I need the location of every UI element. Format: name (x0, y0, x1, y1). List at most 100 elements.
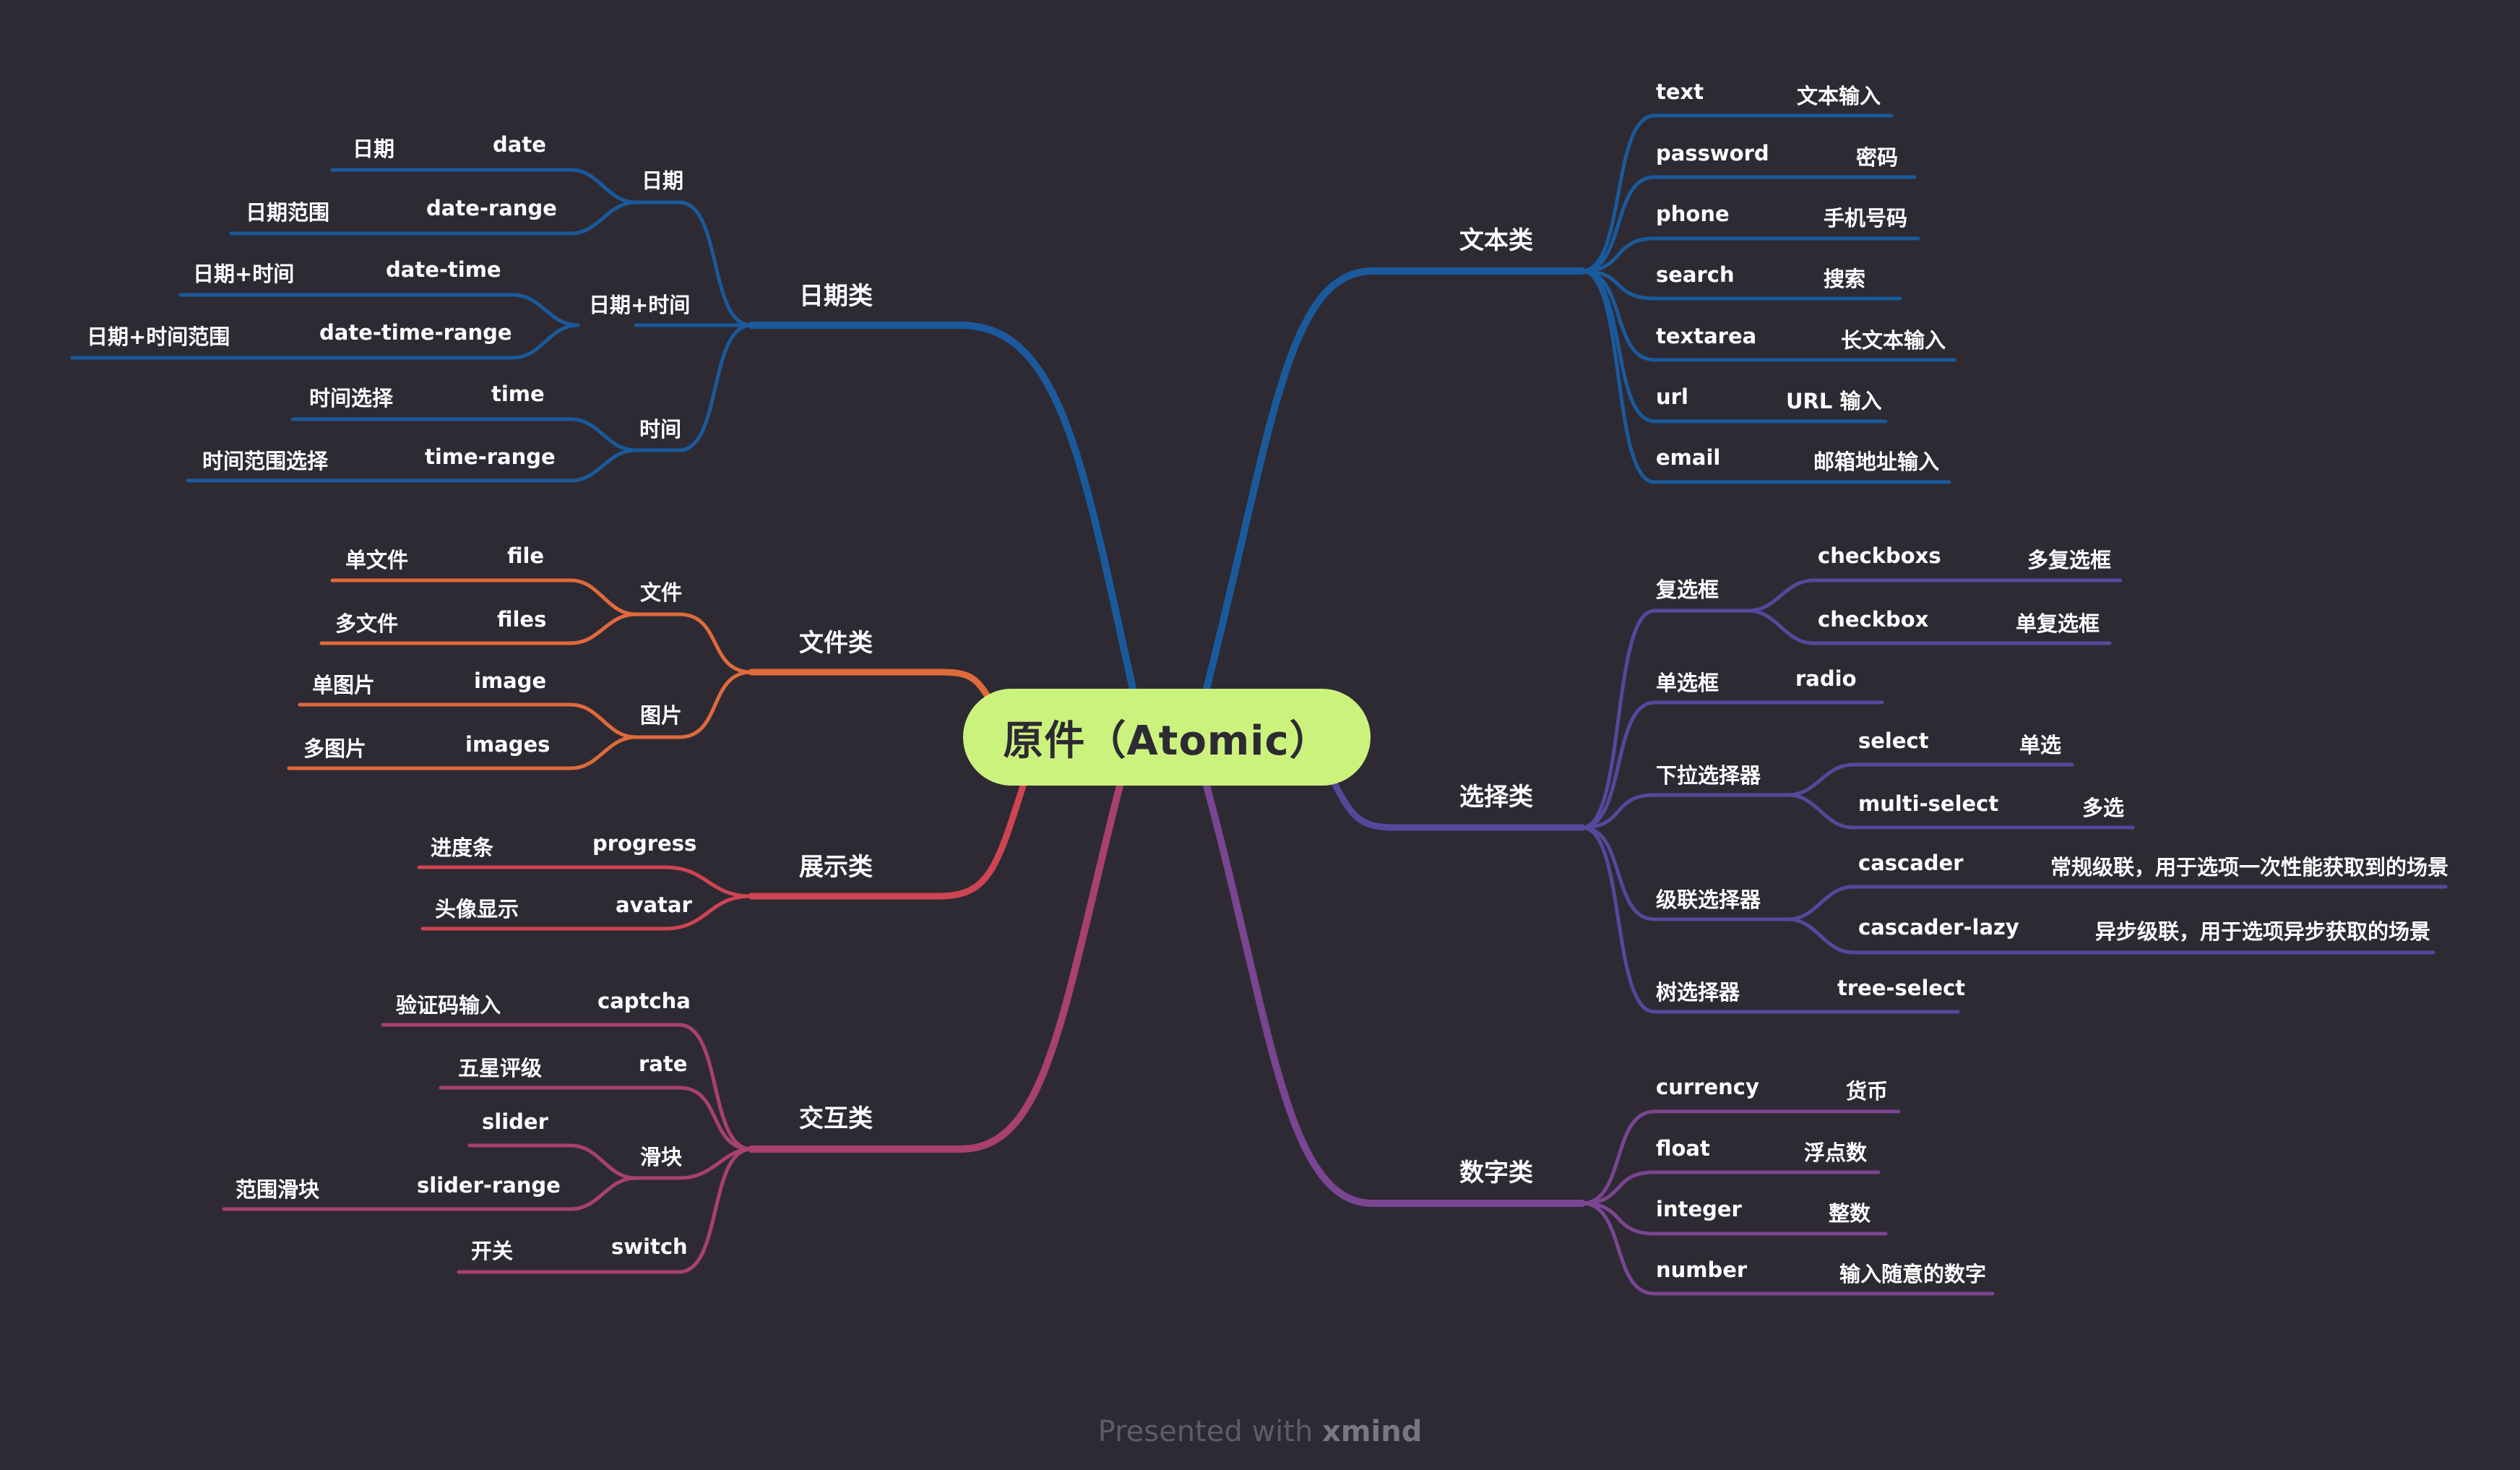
leaf-en[interactable]: slider (482, 1109, 548, 1134)
leaf-en[interactable]: textarea (1656, 324, 1757, 348)
leaf-en[interactable]: email (1656, 445, 1721, 470)
line-center-interact (748, 782, 1123, 1153)
leaf-cn[interactable]: 常规级联，用于选项一次性能获取到的场景 (2050, 855, 2449, 880)
line-center-number (1203, 782, 1586, 1207)
leaf-en[interactable]: file (507, 543, 545, 568)
line-center-date (748, 322, 1136, 692)
leaf-en[interactable]: date (493, 132, 546, 157)
subtopic-slider[interactable]: 滑块 (640, 1145, 683, 1169)
subtopic-datetime[interactable]: 日期+时间 (589, 293, 691, 317)
center-label: 原件（Atomic） (1003, 717, 1331, 765)
line-center-display (748, 773, 1030, 900)
leaf-en[interactable]: cascader (1858, 851, 1964, 875)
leaf-cn[interactable]: 时间选择 (309, 386, 394, 411)
leaf-cn[interactable]: 头像显示 (435, 897, 519, 921)
topic-date[interactable]: 日期类 (799, 282, 873, 311)
leaf-cn[interactable]: 验证码输入 (396, 993, 501, 1018)
leaf-cn[interactable]: 日期 (353, 137, 395, 161)
leaf-cn[interactable]: 范围滑块 (236, 1177, 320, 1202)
leaf-en[interactable]: multi-select (1858, 791, 1999, 816)
subtopic-date[interactable]: 日期 (642, 168, 684, 193)
leaf-cn[interactable]: 日期范围 (246, 200, 330, 225)
line-center-file (748, 669, 993, 703)
leaf-cn[interactable]: 文本输入 (1797, 84, 1881, 108)
leaf-en[interactable]: time-range (425, 444, 556, 469)
leaf-cn[interactable]: 进度条 (431, 835, 494, 860)
leaf-cn[interactable]: 搜索 (1824, 267, 1866, 291)
line-center-select (1326, 770, 1586, 831)
leaf-cn[interactable]: 时间范围选择 (202, 449, 329, 473)
leaf-en[interactable]: time (491, 382, 545, 406)
topic-file[interactable]: 文件类 (799, 629, 873, 658)
leaf-cn[interactable]: 单选 (2019, 733, 2062, 757)
subtopic-tree-select[interactable]: 树选择器 (1656, 980, 1740, 1005)
topic-select[interactable]: 选择类 (1459, 783, 1533, 812)
topic-display[interactable]: 展示类 (799, 853, 873, 882)
leaf-cn[interactable]: 手机号码 (1824, 206, 1908, 231)
leaf-en[interactable]: progress (592, 831, 697, 856)
leaf-en[interactable]: radio (1795, 666, 1857, 691)
leaf-cn[interactable]: 日期+时间范围 (87, 324, 230, 349)
leaf-cn[interactable]: 异步级联，用于选项异步获取的场景 (2095, 919, 2431, 944)
leaf-cn[interactable]: 长文本输入 (1841, 328, 1946, 353)
leaf-en[interactable]: integer (1656, 1197, 1742, 1221)
leaf-en[interactable]: captcha (597, 989, 691, 1013)
subtopic-checkbox[interactable]: 复选框 (1656, 577, 1719, 602)
leaf-en[interactable]: phone (1656, 202, 1730, 226)
leaf-cn[interactable]: 多选 (2082, 796, 2125, 820)
leaf-cn[interactable]: 邮箱地址输入 (1813, 450, 1940, 474)
leaf-en[interactable]: date-time (386, 257, 501, 282)
leaf-en[interactable]: number (1656, 1258, 1748, 1282)
footer-prefix: Presented with (1097, 1415, 1313, 1448)
leaf-en[interactable]: images (465, 732, 551, 757)
leaf-en[interactable]: switch (611, 1234, 688, 1259)
leaf-en[interactable]: image (474, 669, 547, 693)
subtopic-dropdown[interactable]: 下拉选择器 (1656, 763, 1761, 788)
leaf-en[interactable]: float (1656, 1136, 1710, 1161)
center-node[interactable]: 原件（Atomic） (963, 689, 1371, 786)
leaf-cn[interactable]: 开关 (471, 1239, 514, 1263)
leaf-cn[interactable]: 多文件 (335, 611, 399, 636)
leaf-en[interactable]: select (1858, 728, 1929, 753)
topic-interact[interactable]: 交互类 (799, 1104, 873, 1133)
leaf-cn[interactable]: 密码 (1856, 145, 1899, 170)
leaf-en[interactable]: date-range (426, 196, 557, 220)
topic-number[interactable]: 数字类 (1459, 1159, 1533, 1187)
leaf-cn[interactable]: 日期+时间 (193, 262, 295, 286)
leaf-cn[interactable]: 多复选框 (2027, 548, 2112, 572)
leaf-en[interactable]: password (1656, 141, 1769, 166)
leaf-cn[interactable]: 输入随意的数字 (1839, 1262, 1987, 1286)
leaf-en[interactable]: checkboxs (1818, 543, 1941, 568)
leaf-en[interactable]: search (1656, 262, 1735, 287)
leaf-en[interactable]: currency (1656, 1075, 1759, 1099)
leaf-cn[interactable]: 多图片 (303, 736, 367, 761)
leaf-cn[interactable]: 单复选框 (2016, 611, 2100, 636)
leaf-en[interactable]: checkbox (1818, 607, 1929, 632)
leaf-en[interactable]: files (497, 607, 547, 632)
subtopic-image[interactable]: 图片 (640, 703, 683, 728)
topic-text[interactable]: 文本类 (1459, 226, 1533, 255)
leaf-cn[interactable]: 单图片 (312, 673, 376, 697)
subtopic-radio[interactable]: 单选框 (1656, 671, 1719, 695)
leaf-en[interactable]: cascader-lazy (1858, 915, 2019, 940)
subtopic-file[interactable]: 文件 (640, 580, 683, 605)
leaf-cn[interactable]: 单文件 (345, 548, 409, 572)
leaf-en[interactable]: slider-range (417, 1173, 561, 1198)
line-center-text (1203, 267, 1586, 692)
leaf-cn[interactable]: 五星评级 (458, 1056, 543, 1080)
footer-credit: Presented with xmind (0, 1415, 2520, 1448)
leaf-cn[interactable]: 整数 (1829, 1201, 1871, 1226)
leaf-cn[interactable]: URL 输入 (1786, 389, 1882, 413)
leaf-en[interactable]: avatar (616, 893, 692, 917)
subtopic-time[interactable]: 时间 (639, 417, 682, 442)
leaf-en[interactable]: text (1656, 79, 1704, 104)
leaf-cn[interactable]: 货币 (1846, 1079, 1889, 1104)
leaf-cn[interactable]: 浮点数 (1804, 1140, 1868, 1165)
leaf-en[interactable]: date-time-range (319, 320, 512, 345)
leaf-en[interactable]: rate (639, 1052, 688, 1076)
leaf-en[interactable]: tree-select (1837, 976, 1966, 1000)
subtopic-cascader[interactable]: 级联选择器 (1656, 887, 1761, 912)
leaf-en[interactable]: url (1656, 384, 1688, 409)
